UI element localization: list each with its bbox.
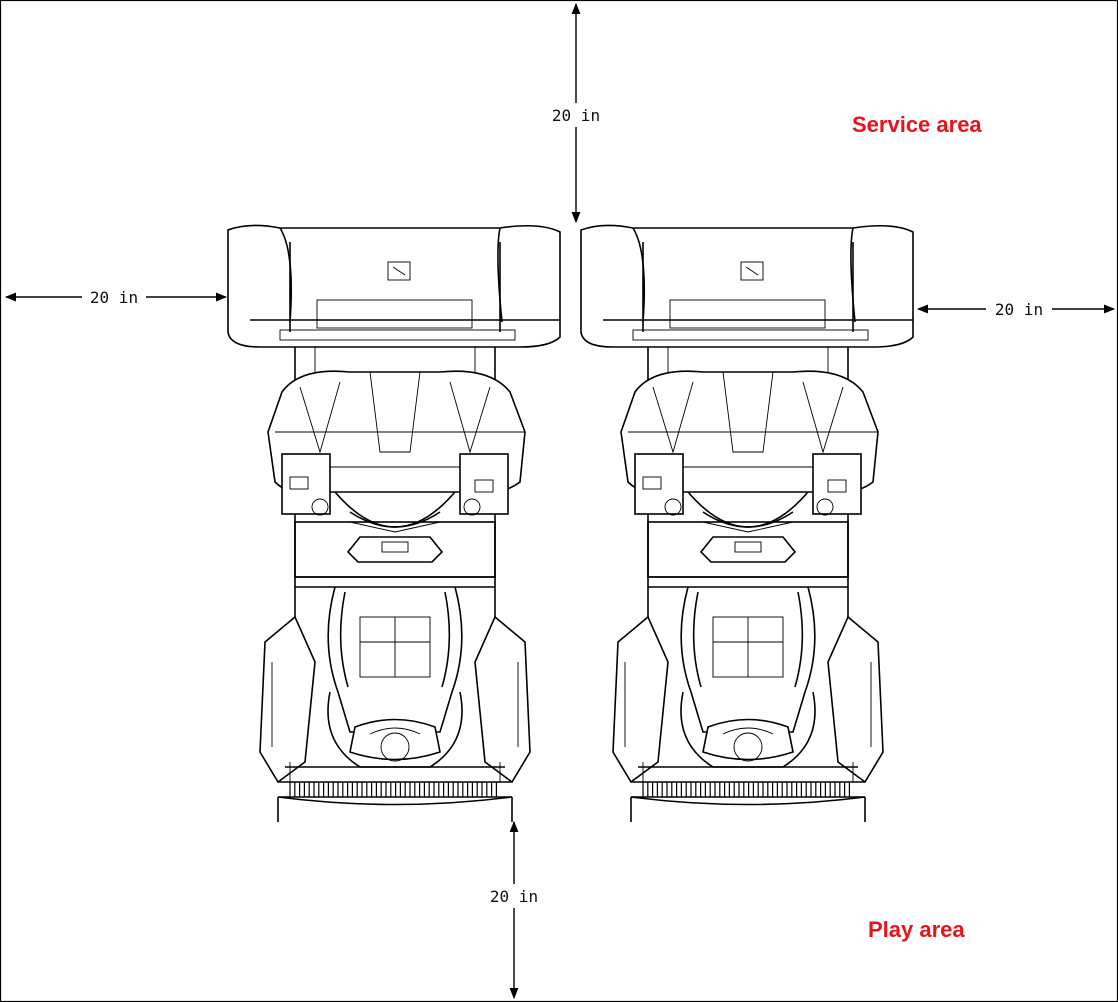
dimension-right-label: 20 in [995, 300, 1043, 319]
dimension-bottom: 20 in [483, 820, 545, 1000]
simulator-cabinet-right [580, 224, 914, 823]
dimension-left-label: 20 in [90, 288, 138, 307]
dimension-left: 20 in [4, 286, 228, 308]
dimension-top-label: 20 in [552, 106, 600, 125]
simulator-cabinet-left [227, 224, 561, 823]
play-area-label: Play area [868, 917, 965, 942]
dimension-top: 20 in [545, 2, 607, 224]
dimension-right: 20 in [916, 298, 1116, 320]
service-area-label: Service area [852, 112, 982, 137]
dimension-bottom-label: 20 in [490, 887, 538, 906]
front-grilles [289, 782, 851, 797]
